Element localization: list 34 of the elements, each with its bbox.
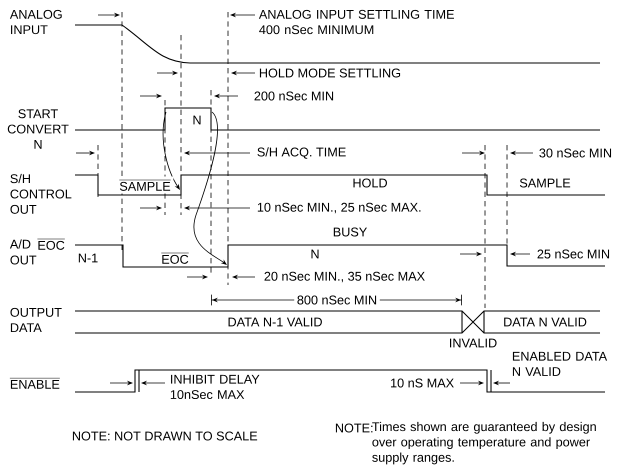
timing-label: 10 nS MAX: [391, 378, 454, 388]
timing-label: ANALOG INPUT SETTLING TIME 400 nSec MINIMUM: [258, 10, 454, 34]
state-label: DATA N VALID: [504, 318, 586, 326]
state-label: INVALID: [450, 338, 497, 348]
signal-name: ENABLE: [10, 378, 60, 389]
signal-name: OUT: [10, 256, 36, 264]
timing-label: 30 nSec MIN: [539, 148, 612, 158]
signal-name: S/H CONTROL OUT: [10, 174, 72, 214]
timing-label: HOLD MODE SETTLING: [260, 68, 400, 78]
state-label: N: [311, 250, 319, 258]
note: NOTE: NOT DRAWN TO SCALE: [72, 432, 258, 440]
state-label: ENABLED DATA N VALID: [512, 352, 608, 376]
signal-name: EOC: [37, 238, 66, 250]
timing-label: 200 nSec MIN: [254, 92, 334, 100]
state-label: HOLD: [353, 178, 387, 188]
state-label: N: [193, 116, 201, 124]
timing-label: 20 nSec MIN., 35 nSec MAX: [264, 272, 425, 282]
note-heading: NOTE:: [336, 424, 372, 432]
timing-label: S/H ACQ. TIME: [257, 147, 346, 159]
timing-label: 10 nSec MIN., 25 nSec MAX.: [258, 202, 420, 214]
state-label: EOC: [161, 252, 189, 264]
timing-label: 25 nSec MIN: [538, 250, 610, 258]
signal-name: START CONVERT N: [8, 109, 69, 149]
signal-name: A/D: [10, 239, 30, 249]
state-label: N-1: [78, 254, 98, 262]
note: Times shown are guaranteed by design over operating temperature and power supply ranges.: [372, 422, 596, 464]
timing-label: INHIBIT DELAY 10nSec MAX: [170, 374, 260, 400]
state-label: SAMPLE: [520, 178, 570, 188]
dimension-label: 800 nSec MIN: [294, 292, 380, 308]
signal-name: ANALOG INPUT: [10, 10, 62, 34]
state-label: DATA N-1 VALID: [228, 318, 322, 326]
state-label: BUSY: [334, 228, 367, 236]
signal-name: OUTPUT DATA: [10, 308, 62, 332]
state-label: SAMPLE: [116, 176, 174, 194]
